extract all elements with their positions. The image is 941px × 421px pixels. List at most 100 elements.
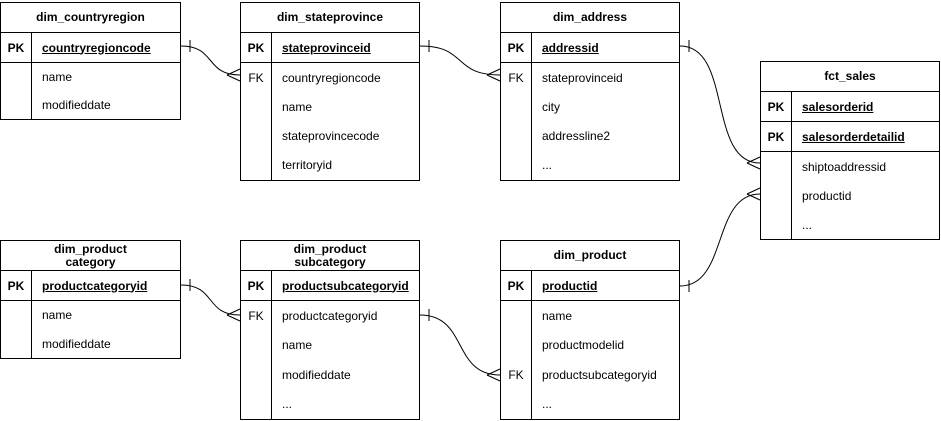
table-body: shiptoaddressid productid... bbox=[761, 152, 939, 239]
attribute-row: modifieddate bbox=[241, 360, 419, 390]
column-name: addressid bbox=[542, 40, 599, 55]
attribute-row: ... bbox=[501, 150, 679, 180]
column-name: productid bbox=[542, 278, 598, 293]
key-badge: PK bbox=[761, 122, 792, 151]
key-badge bbox=[1, 301, 32, 330]
key-badge bbox=[501, 301, 532, 331]
cardinality-many-crowfoot bbox=[226, 68, 241, 82]
key-badge: PK bbox=[241, 33, 272, 62]
relationship-curve bbox=[679, 193, 761, 287]
key-badge bbox=[761, 152, 792, 181]
cardinality-many-crowfoot bbox=[486, 68, 501, 82]
key-badge bbox=[241, 150, 272, 180]
relationship-productcategory-to-productsubcategory[interactable] bbox=[180, 279, 241, 322]
key-badge bbox=[501, 330, 532, 360]
attribute-row: name bbox=[241, 330, 419, 360]
attribute-row: ... bbox=[761, 210, 939, 239]
table-title: dim_stateprovince bbox=[241, 3, 419, 33]
table-body: name modifieddate bbox=[1, 301, 180, 358]
primary-key-row: PK salesorderdetailid bbox=[761, 122, 939, 152]
column-name: ... bbox=[802, 217, 813, 232]
relationship-curve bbox=[180, 45, 241, 76]
attribute-row: addressline2 bbox=[501, 121, 679, 151]
relationship-stateprovince-to-address[interactable] bbox=[419, 40, 501, 82]
attribute-row: productmodelid bbox=[501, 330, 679, 360]
cardinality-many-crowfoot bbox=[746, 156, 761, 170]
key-badge: PK bbox=[1, 33, 32, 62]
key-badge: FK bbox=[501, 63, 532, 93]
column-name: salesorderid bbox=[802, 99, 874, 114]
table-title-line: dim_product bbox=[54, 241, 127, 256]
key-badge bbox=[241, 330, 272, 360]
column-name: territoryid bbox=[282, 158, 333, 173]
key-badge bbox=[1, 91, 32, 119]
relationship-productsubcategory-to-product[interactable] bbox=[419, 309, 501, 382]
attribute-row: name bbox=[501, 301, 679, 331]
relationship-curve bbox=[679, 45, 761, 164]
key-badge: FK bbox=[241, 301, 272, 331]
column-name: productcategoryid bbox=[282, 308, 378, 323]
attribute-row: territoryid bbox=[241, 150, 419, 180]
column-name: countryregioncode bbox=[282, 70, 381, 85]
key-badge: FK bbox=[241, 63, 272, 93]
key-badge bbox=[1, 63, 32, 91]
table-title-line: dim_product bbox=[293, 241, 367, 256]
key-badge bbox=[501, 92, 532, 122]
column-name: name bbox=[282, 338, 313, 353]
column-name: modifieddate bbox=[42, 98, 111, 112]
key-badge: PK bbox=[241, 271, 272, 300]
column-name: salesorderdetailid bbox=[802, 129, 905, 144]
attribute-row: FK countryregioncode bbox=[241, 63, 419, 93]
cardinality-many-crowfoot bbox=[746, 187, 761, 201]
key-badge bbox=[241, 92, 272, 122]
attribute-row: ... bbox=[501, 389, 679, 419]
table-title: dim_countryregion bbox=[1, 3, 180, 33]
column-name: shiptoaddressid bbox=[802, 159, 887, 174]
table-title: dim_address bbox=[501, 3, 679, 33]
table-title-line: dim_address bbox=[552, 10, 628, 24]
relationship-curve bbox=[419, 45, 501, 76]
column-name: productsubcategoryid bbox=[542, 367, 657, 382]
column-name: addressline2 bbox=[542, 129, 611, 144]
key-badge: PK bbox=[1, 271, 32, 300]
key-badge: PK bbox=[761, 92, 792, 121]
cardinality-many-crowfoot bbox=[486, 368, 501, 382]
table-body: FK productcategoryid name modifieddate... bbox=[241, 301, 419, 419]
relationship-product-to-fctsales[interactable] bbox=[679, 187, 761, 292]
table-title-line: category bbox=[65, 254, 116, 269]
column-name: ... bbox=[282, 397, 293, 412]
relationship-countryregion-to-stateprovince[interactable] bbox=[180, 40, 241, 82]
column-name: productid bbox=[802, 188, 852, 203]
column-name: ... bbox=[542, 158, 553, 173]
key-badge bbox=[501, 121, 532, 151]
attribute-row: modifieddate bbox=[1, 329, 180, 358]
table-title-line: fct_sales bbox=[824, 69, 876, 83]
key-badge bbox=[501, 389, 532, 419]
key-badge bbox=[241, 389, 272, 419]
relationship-curve bbox=[419, 314, 501, 376]
attribute-row: stateprovincecode bbox=[241, 121, 419, 151]
attribute-row: FK productcategoryid bbox=[241, 301, 419, 331]
column-name: name bbox=[542, 308, 573, 323]
key-badge bbox=[241, 121, 272, 151]
relationship-address-to-fctsales[interactable] bbox=[679, 40, 761, 170]
attribute-row: productid bbox=[761, 181, 939, 210]
table-title-line: dim_product bbox=[553, 248, 627, 262]
column-name: name bbox=[42, 308, 73, 323]
